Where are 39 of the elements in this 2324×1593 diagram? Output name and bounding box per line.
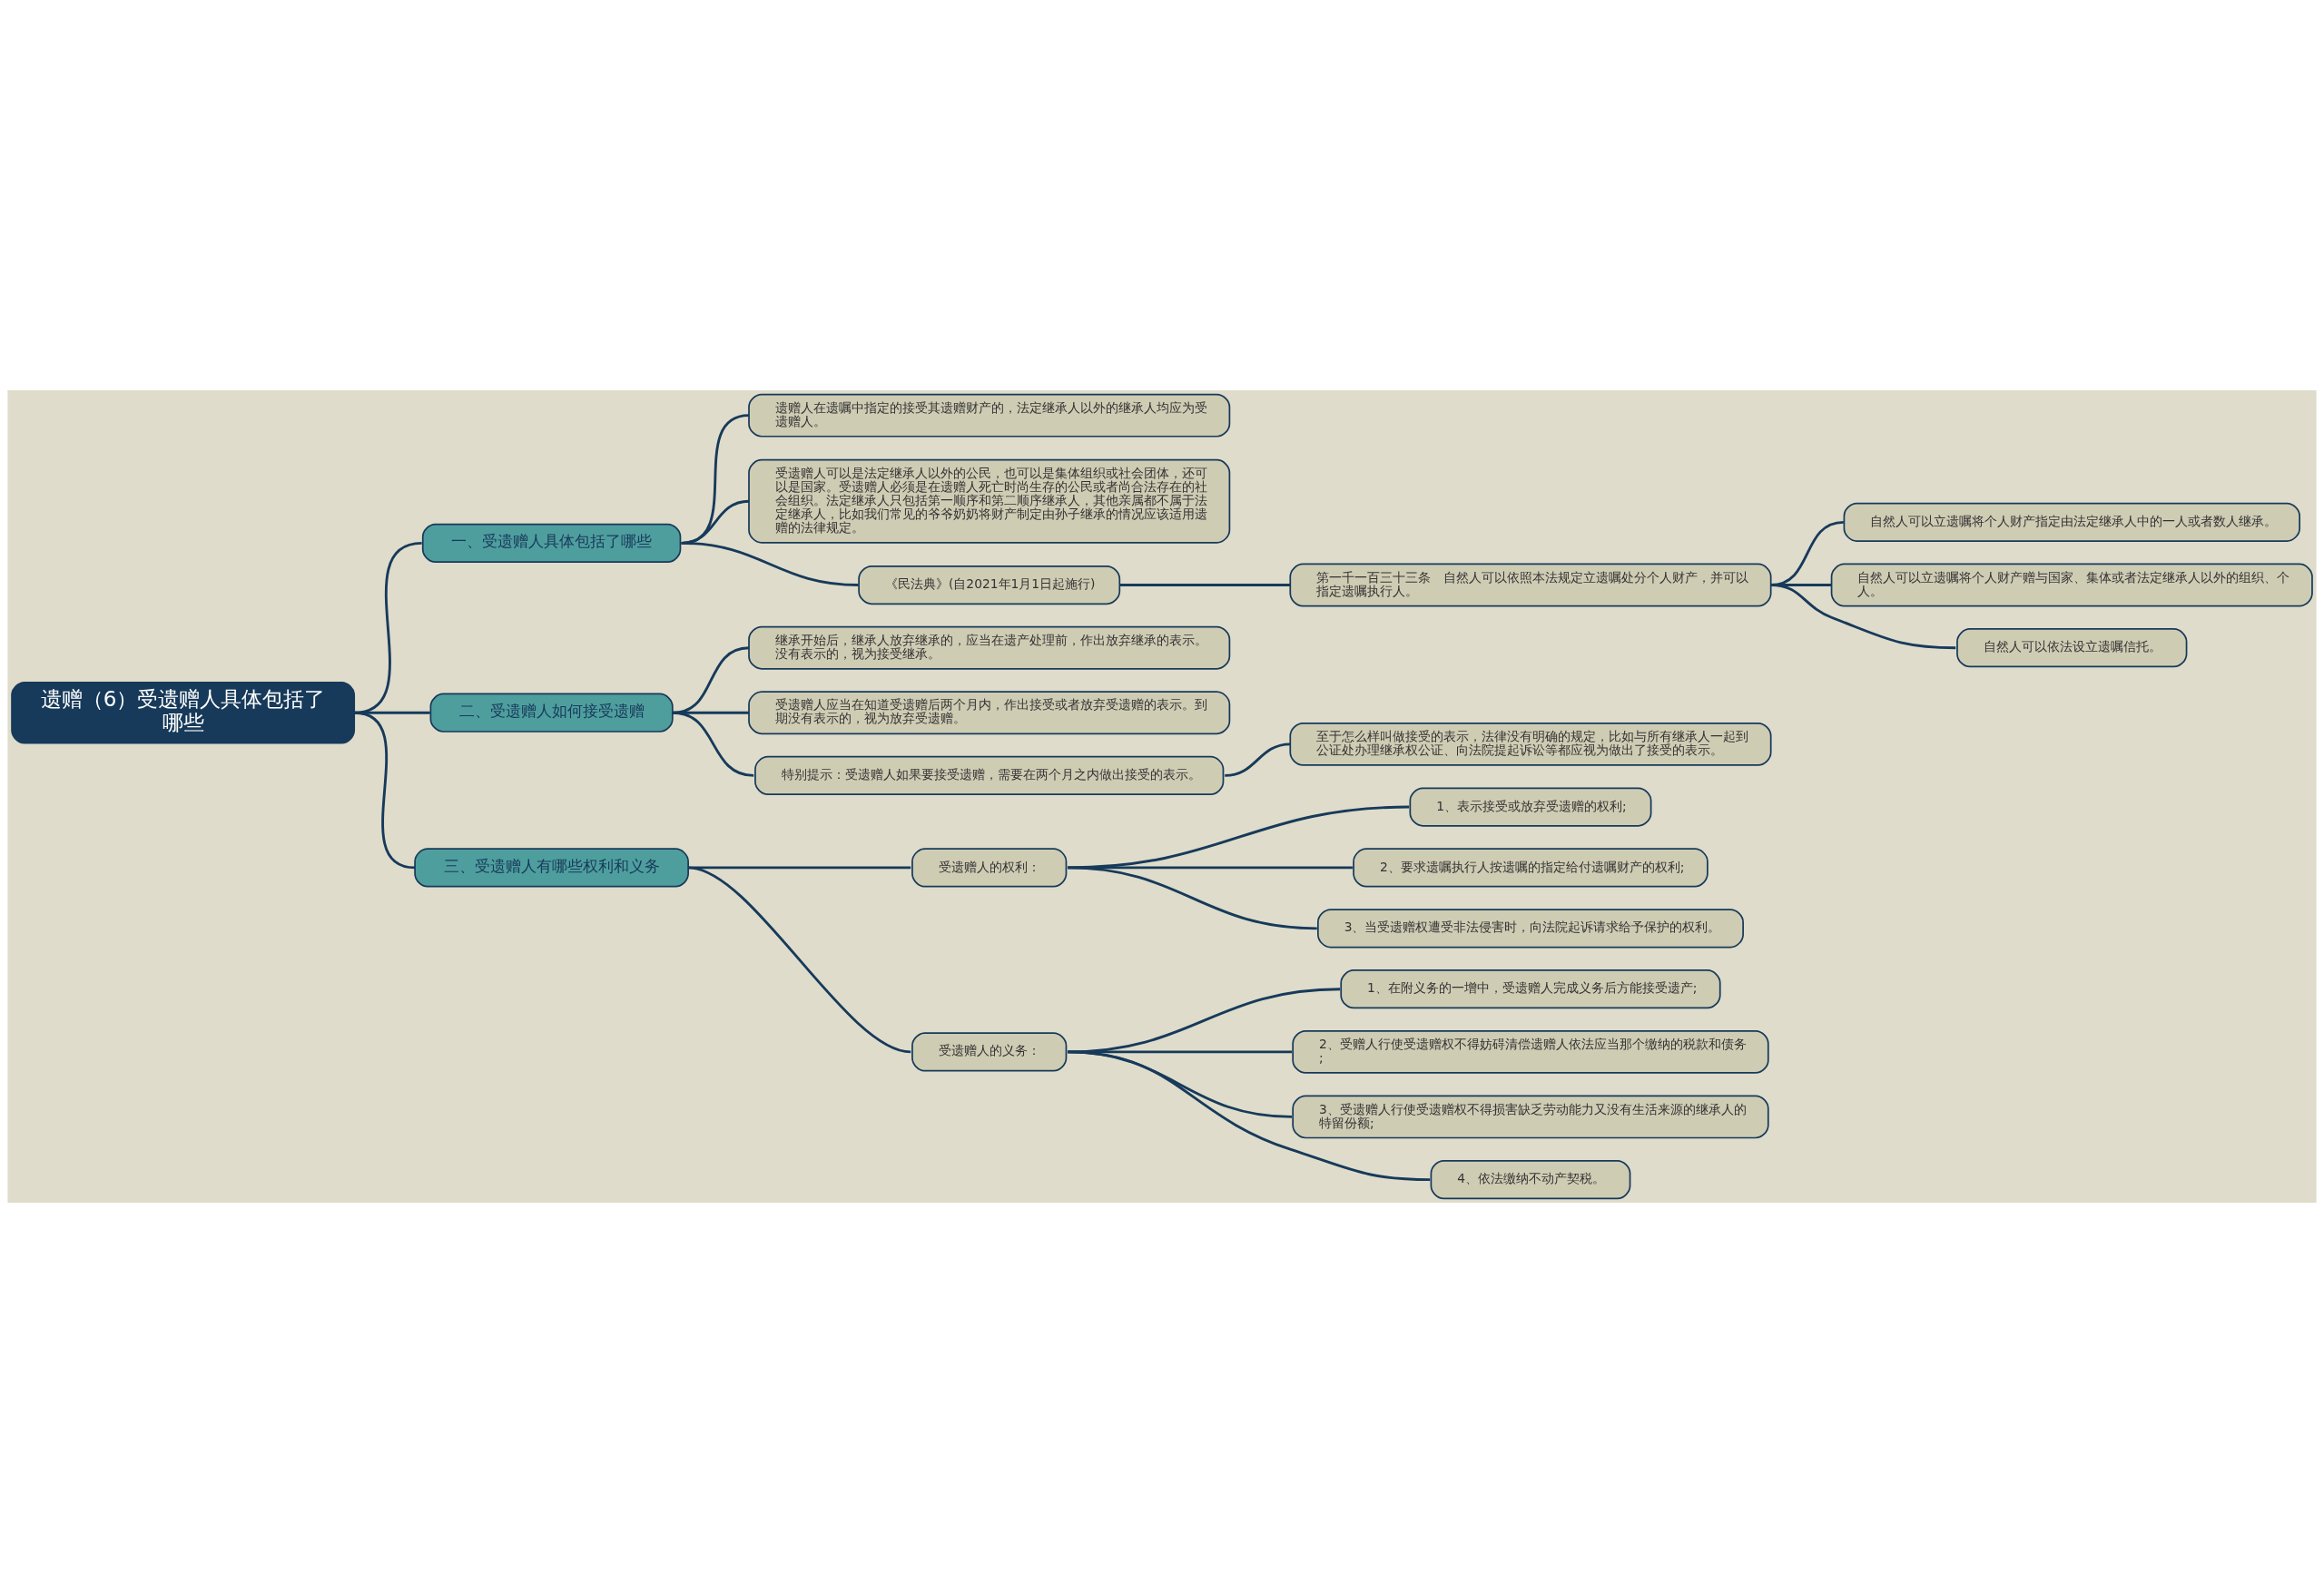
- connector: [1225, 742, 1291, 777]
- node-box: 1、表示接受或放弃受遗赠的权利;: [1409, 787, 1652, 827]
- node-box: 2、受赠人行使受遗赠权不得妨碍清偿遗赠人依法应当那个缴纳的税款和债务;: [1292, 1030, 1769, 1074]
- connector: [688, 866, 911, 870]
- node-box: 受遗赠人的义务：: [911, 1032, 1068, 1072]
- node-box: 自然人可以立遗嘱将个人财产指定由法定继承人中的一人或者数人继承。: [1843, 502, 2300, 542]
- node-box: 自然人可以立遗嘱将个人财产赠与国家、集体或者法定继承人以外的组织、个人。: [1830, 563, 2313, 607]
- connector: [673, 711, 754, 777]
- node-box: 一、受遗赠人具体包括了哪些: [421, 523, 682, 563]
- connector: [1068, 866, 1353, 870]
- node-box: 遗赠（6）受遗赠人具体包括了哪些: [11, 681, 356, 744]
- node-box: 至于怎么样叫做接受的表示，法律没有明确的规定，比如与所有继承人一起到公证处办理继承权公证、向法院提起诉讼等都应视为做出了接受的表示。: [1289, 722, 1772, 766]
- node-box: 2、要求遗嘱执行人按遗嘱的指定给付遗嘱财产的权利;: [1353, 848, 1709, 888]
- node-box: 二、受遗赠人如何接受遗赠: [429, 693, 674, 733]
- node-box: 三、受遗赠人有哪些权利和义务: [414, 848, 689, 888]
- connector: [1068, 1050, 1292, 1054]
- node-box: 《民法典》(自2021年1月1日起施行): [858, 565, 1121, 605]
- node-box: 4、依法缴纳不动产契税。: [1430, 1160, 1631, 1200]
- node-box: 受遗赠人的权利：: [911, 848, 1068, 888]
- node-box: 3、受遗赠人行使受遗赠权不得损害缺乏劳动能力又没有生活来源的继承人的特留份额;: [1292, 1095, 1769, 1139]
- connector: [1068, 1050, 1431, 1182]
- connector: [353, 711, 416, 870]
- connector: [1068, 1050, 1293, 1118]
- node-box: 第一千一百三十三条 自然人可以依照本法规定立遗嘱处分个人财产，并可以指定遗嘱执行人。: [1289, 563, 1772, 607]
- node-box: 1、在附义务的一增中，受遗赠人完成义务后方能接受遗产;: [1340, 969, 1721, 1009]
- connector: [1119, 584, 1291, 586]
- node-box: 受遗赠人应当在知道受遗赠后两个月内，作出接受或者放弃受遗赠的表示。到期没有表示的，视为放弃受遗赠。: [748, 691, 1231, 735]
- node-box: 自然人可以依法设立遗嘱信托。: [1956, 628, 2188, 668]
- connector: [1068, 988, 1341, 1054]
- node-box: 继承开始后，继承人放弃继承的，应当在遗产处理前，作出放弃继承的表示。没有表示的，视为接受继承。: [748, 625, 1231, 670]
- connector: [1770, 584, 1956, 650]
- node-box: 特别提示：受遗赠人如果要接受遗赠，需要在两个月之内做出接受的表示。: [754, 755, 1225, 796]
- connector: [687, 866, 911, 1054]
- node-box: 受遗赠人可以是法定继承人以外的公民，也可以是集体组织或社会团体，还可以是国家。受遗赠人必须是在遗赠人死亡时尚生存的公民或者尚合法存在的社会组织。法定继承人只包括第一顺序和第二顺序继承人，其他亲属都不属于法定继承人，比如我们常见的爷爷奶奶将财产制定由孙子继承的情况应该适用遗赠的法律规定。: [748, 458, 1231, 544]
- connector: [681, 541, 859, 586]
- connector: [1068, 866, 1317, 930]
- connector: [1068, 805, 1410, 870]
- node-box: 遗赠人在遗嘱中指定的接受其遗赠财产的，法定继承人以外的继承人均应为受遗赠人。: [748, 393, 1231, 438]
- node-box: 3、当受遗赠权遭受非法侵害时，向法院起诉请求给予保护的权利。: [1317, 909, 1744, 949]
